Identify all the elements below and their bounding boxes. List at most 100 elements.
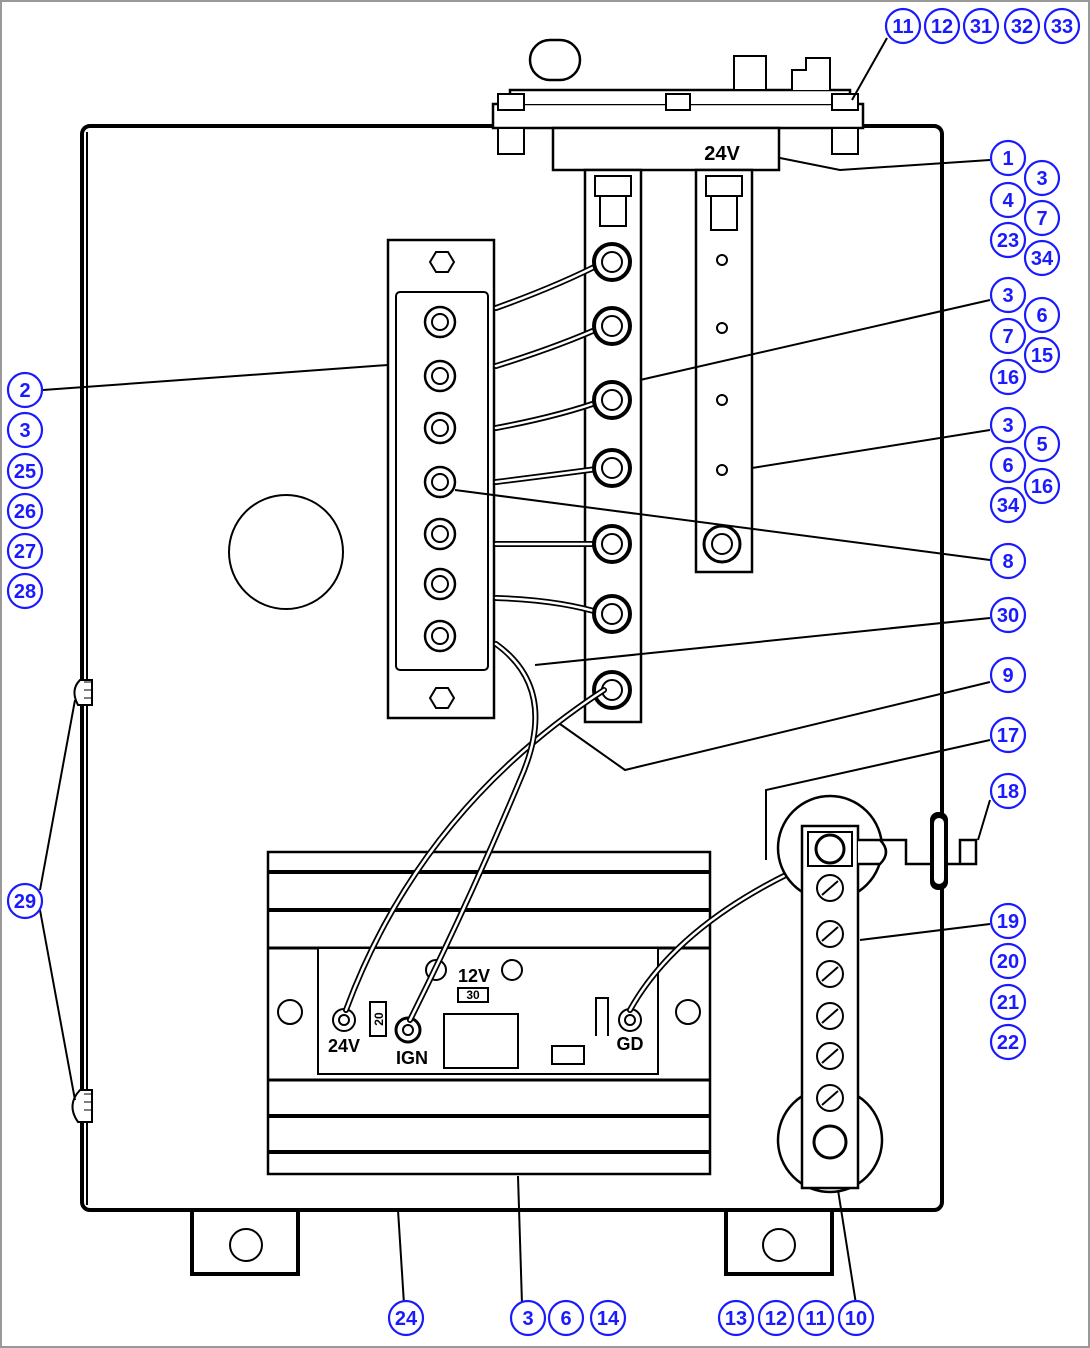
ring-terminal bbox=[592, 594, 632, 634]
hinge-top bbox=[73, 679, 93, 706]
converter-20-label: 20 bbox=[372, 1012, 386, 1026]
callout-bubble: 3 bbox=[1023, 159, 1061, 197]
ground-screw bbox=[816, 920, 844, 948]
callout-number: 3 bbox=[1002, 415, 1013, 437]
callout-bubble: 11 bbox=[797, 1299, 835, 1337]
bus-bar-right bbox=[694, 168, 754, 574]
callout-number: 10 bbox=[845, 1308, 867, 1330]
ring-terminal bbox=[592, 524, 632, 564]
callout-bubble: 16 bbox=[1023, 467, 1061, 505]
callout-number: 3 bbox=[1002, 285, 1013, 307]
mounting-foot-left bbox=[190, 1208, 300, 1276]
callout-bubble: 9 bbox=[989, 656, 1027, 694]
callout-bubble: 28 bbox=[6, 572, 44, 610]
callout-number: 6 bbox=[1002, 455, 1013, 477]
mounting-foot-right bbox=[724, 1208, 834, 1276]
bus-bar-terminals bbox=[592, 242, 632, 710]
callout-bubble: 20 bbox=[989, 942, 1027, 980]
callout-number: 12 bbox=[931, 16, 953, 38]
callout-bubble: 7 bbox=[1023, 199, 1061, 237]
callout-number: 3 bbox=[19, 420, 30, 442]
callout-number: 4 bbox=[1002, 190, 1014, 212]
ground-screw bbox=[816, 1002, 844, 1030]
callout-number: 7 bbox=[1036, 208, 1047, 230]
terminal-stud bbox=[423, 465, 457, 499]
module-voltage-label: 24V bbox=[704, 143, 740, 165]
callout-number: 12 bbox=[765, 1308, 787, 1330]
ground-screw bbox=[816, 874, 844, 902]
callout-bubble: 30 bbox=[989, 596, 1027, 634]
callout-bubble: 24 bbox=[387, 1299, 425, 1337]
callout-number: 2 bbox=[19, 380, 30, 402]
converter-30-label: 30 bbox=[466, 988, 480, 1002]
callout-number: 7 bbox=[1002, 326, 1013, 348]
callout-number: 16 bbox=[997, 367, 1019, 389]
callout-bubble: 12 bbox=[923, 7, 961, 45]
callout-bubble: 25 bbox=[6, 452, 44, 490]
callout-bubble: 7 bbox=[989, 317, 1027, 355]
callout-bubble: 14 bbox=[589, 1299, 627, 1337]
converter-12v-label: 12V bbox=[458, 966, 490, 986]
terminal-stud bbox=[423, 411, 457, 445]
callout-number: 29 bbox=[14, 891, 36, 913]
callout-number: 18 bbox=[997, 781, 1019, 803]
callout-bubble: 26 bbox=[6, 492, 44, 530]
voltage-converter: 12V 30 20 24V IGN GD bbox=[266, 850, 712, 1176]
callout-number: 5 bbox=[1036, 434, 1047, 456]
callout-bubble: 6 bbox=[547, 1299, 585, 1337]
ring-terminal bbox=[592, 380, 632, 420]
terminal-stud bbox=[423, 517, 457, 551]
callout-bubble: 2 bbox=[6, 371, 44, 409]
callout-bubble: 8 bbox=[989, 542, 1027, 580]
callout-bubble: 16 bbox=[989, 358, 1027, 396]
callout-number: 34 bbox=[997, 495, 1020, 517]
callout-bubble: 19 bbox=[989, 902, 1027, 940]
callout-bubble: 34 bbox=[1023, 239, 1061, 277]
callout-bubble: 1 bbox=[989, 139, 1027, 177]
callout-number: 6 bbox=[560, 1308, 571, 1330]
ground-screw bbox=[816, 1084, 844, 1112]
callout-number: 3 bbox=[1036, 168, 1047, 190]
callout-number: 15 bbox=[1031, 345, 1053, 367]
callout-number: 23 bbox=[997, 230, 1019, 252]
ground-screw bbox=[816, 960, 844, 988]
callout-number: 22 bbox=[997, 1032, 1019, 1054]
callout-bubble: 27 bbox=[6, 532, 44, 570]
callout-number: 11 bbox=[805, 1308, 826, 1330]
callout-bubble: 4 bbox=[989, 181, 1027, 219]
callout-bubble: 32 bbox=[1003, 7, 1041, 45]
callout-number: 6 bbox=[1036, 305, 1047, 327]
callout-number: 3 bbox=[522, 1308, 533, 1330]
callout-number: 14 bbox=[597, 1308, 620, 1330]
callout-number: 13 bbox=[725, 1308, 747, 1330]
converter-ign-label: IGN bbox=[396, 1048, 428, 1068]
callout-bubble: 21 bbox=[989, 983, 1027, 1021]
ring-terminal bbox=[592, 242, 632, 282]
ground-bus-bar bbox=[776, 794, 978, 1194]
callout-number: 17 bbox=[997, 725, 1019, 747]
callout-bubble: 33 bbox=[1043, 7, 1081, 45]
callout-bubble: 29 bbox=[6, 882, 44, 920]
callout-number: 25 bbox=[14, 461, 36, 483]
ring-terminal bbox=[592, 670, 632, 710]
terminal-stud bbox=[423, 619, 457, 653]
converter-24v-label: 24V bbox=[328, 1036, 360, 1056]
callout-bubble: 3 bbox=[509, 1299, 547, 1337]
callout-bubble: 31 bbox=[962, 7, 1000, 45]
callout-bubble: 6 bbox=[1023, 296, 1061, 334]
callout-number: 1 bbox=[1002, 148, 1013, 170]
hinge-bottom bbox=[71, 1089, 93, 1123]
terminal-stud bbox=[423, 305, 457, 339]
callout-bubble: 18 bbox=[989, 772, 1027, 810]
terminal-strip-studs bbox=[423, 305, 457, 653]
ground-bus-screws bbox=[816, 874, 844, 1112]
callout-bubble: 5 bbox=[1023, 425, 1061, 463]
callout-bubble: 3 bbox=[989, 276, 1027, 314]
callout-bubble: 6 bbox=[989, 446, 1027, 484]
callout-number: 9 bbox=[1002, 665, 1013, 687]
callout-bubble: 13 bbox=[717, 1299, 755, 1337]
converter-gd-label: GD bbox=[617, 1034, 644, 1054]
callout-number: 27 bbox=[14, 541, 36, 563]
